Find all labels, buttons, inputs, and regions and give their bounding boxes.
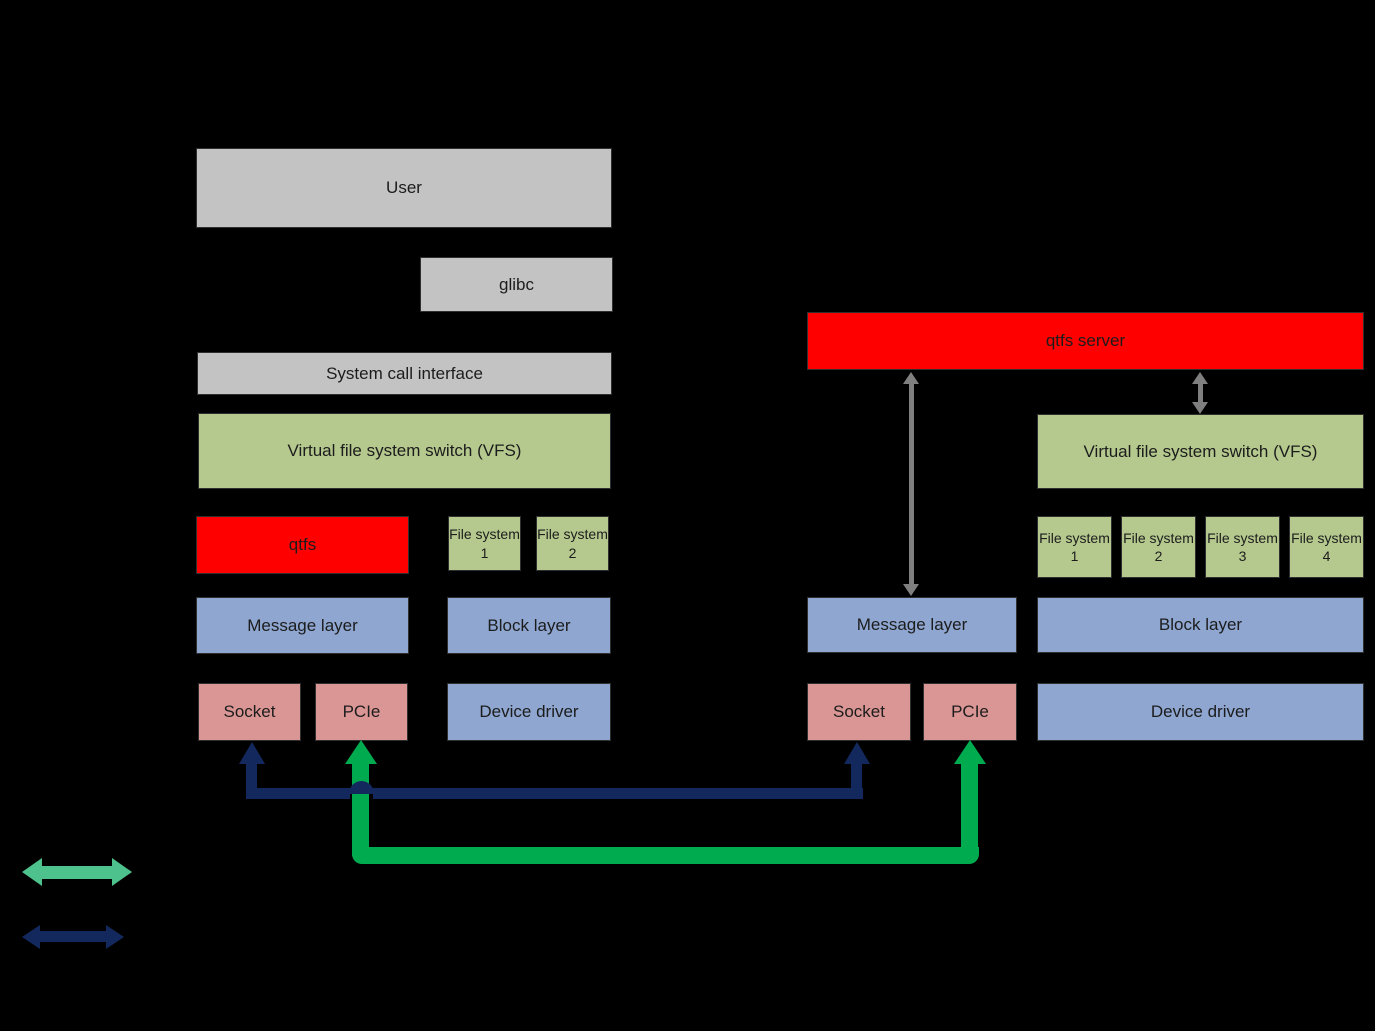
- box-qtfs-server: qtfs server: [807, 312, 1364, 370]
- box-message-layer-server: Message layer: [807, 597, 1017, 653]
- box-file-system-1-client: File system 1: [448, 516, 521, 571]
- box-file-system-4-server: File system 4: [1289, 516, 1364, 578]
- box-file-system-1-server: File system 1: [1037, 516, 1112, 578]
- box-device-driver-server: Device driver: [1037, 683, 1364, 741]
- box-glibc: glibc: [420, 257, 613, 312]
- box-system-call-interface: System call interface: [197, 352, 612, 395]
- box-message-layer-client: Message layer: [196, 597, 409, 654]
- box-socket-server: Socket: [807, 683, 911, 741]
- box-qtfs: qtfs: [196, 516, 409, 574]
- box-pcie-client: PCIe: [315, 683, 408, 741]
- box-user: User: [196, 148, 612, 228]
- box-block-layer-server: Block layer: [1037, 597, 1364, 653]
- box-socket-client: Socket: [198, 683, 301, 741]
- box-vfs-server: Virtual file system switch (VFS): [1037, 414, 1364, 489]
- box-file-system-2-client: File system 2: [536, 516, 609, 571]
- box-vfs-client: Virtual file system switch (VFS): [198, 413, 611, 489]
- box-file-system-2-server: File system 2: [1121, 516, 1196, 578]
- box-file-system-3-server: File system 3: [1205, 516, 1280, 578]
- box-device-driver-client: Device driver: [447, 683, 611, 741]
- box-pcie-server: PCIe: [923, 683, 1017, 741]
- box-block-layer-client: Block layer: [447, 597, 611, 654]
